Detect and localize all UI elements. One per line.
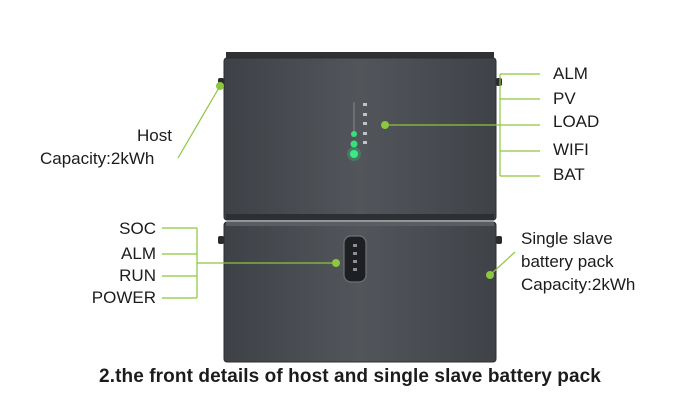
led-bat-indicator: [350, 150, 358, 158]
host-unit: [218, 52, 502, 221]
host-indicator-pv: PV: [553, 89, 576, 108]
host-capacity: Capacity:2kWh: [40, 149, 155, 168]
slave-indicator-run: RUN: [119, 266, 156, 285]
slave-title-line1: Single slave: [521, 229, 613, 248]
led-wifi-indicator: [350, 140, 358, 148]
host-title: Host: [137, 126, 172, 145]
figure-caption: 2.the front details of host and single s…: [99, 366, 601, 387]
leader-dots: [216, 82, 494, 279]
host-indicator-wifi: WIFI: [553, 140, 589, 159]
slave-title-line2: battery pack: [521, 252, 614, 271]
host-indicator-load: LOAD: [553, 112, 600, 131]
host-indicator-alm: ALM: [553, 64, 588, 83]
slave-battery-pack: [218, 221, 502, 363]
slave-capacity: Capacity:2kWh: [521, 275, 636, 294]
host-indicator-bat: BAT: [553, 165, 585, 184]
slave-indicator-alm: ALM: [121, 244, 156, 263]
host-led-panel: [347, 102, 367, 161]
led-load-indicator: [351, 131, 357, 137]
slave-indicator-power: POWER: [91, 288, 156, 307]
slave-power-button: [343, 235, 367, 283]
slave-indicator-soc: SOC: [119, 219, 156, 238]
leader-lines: [162, 73, 540, 299]
